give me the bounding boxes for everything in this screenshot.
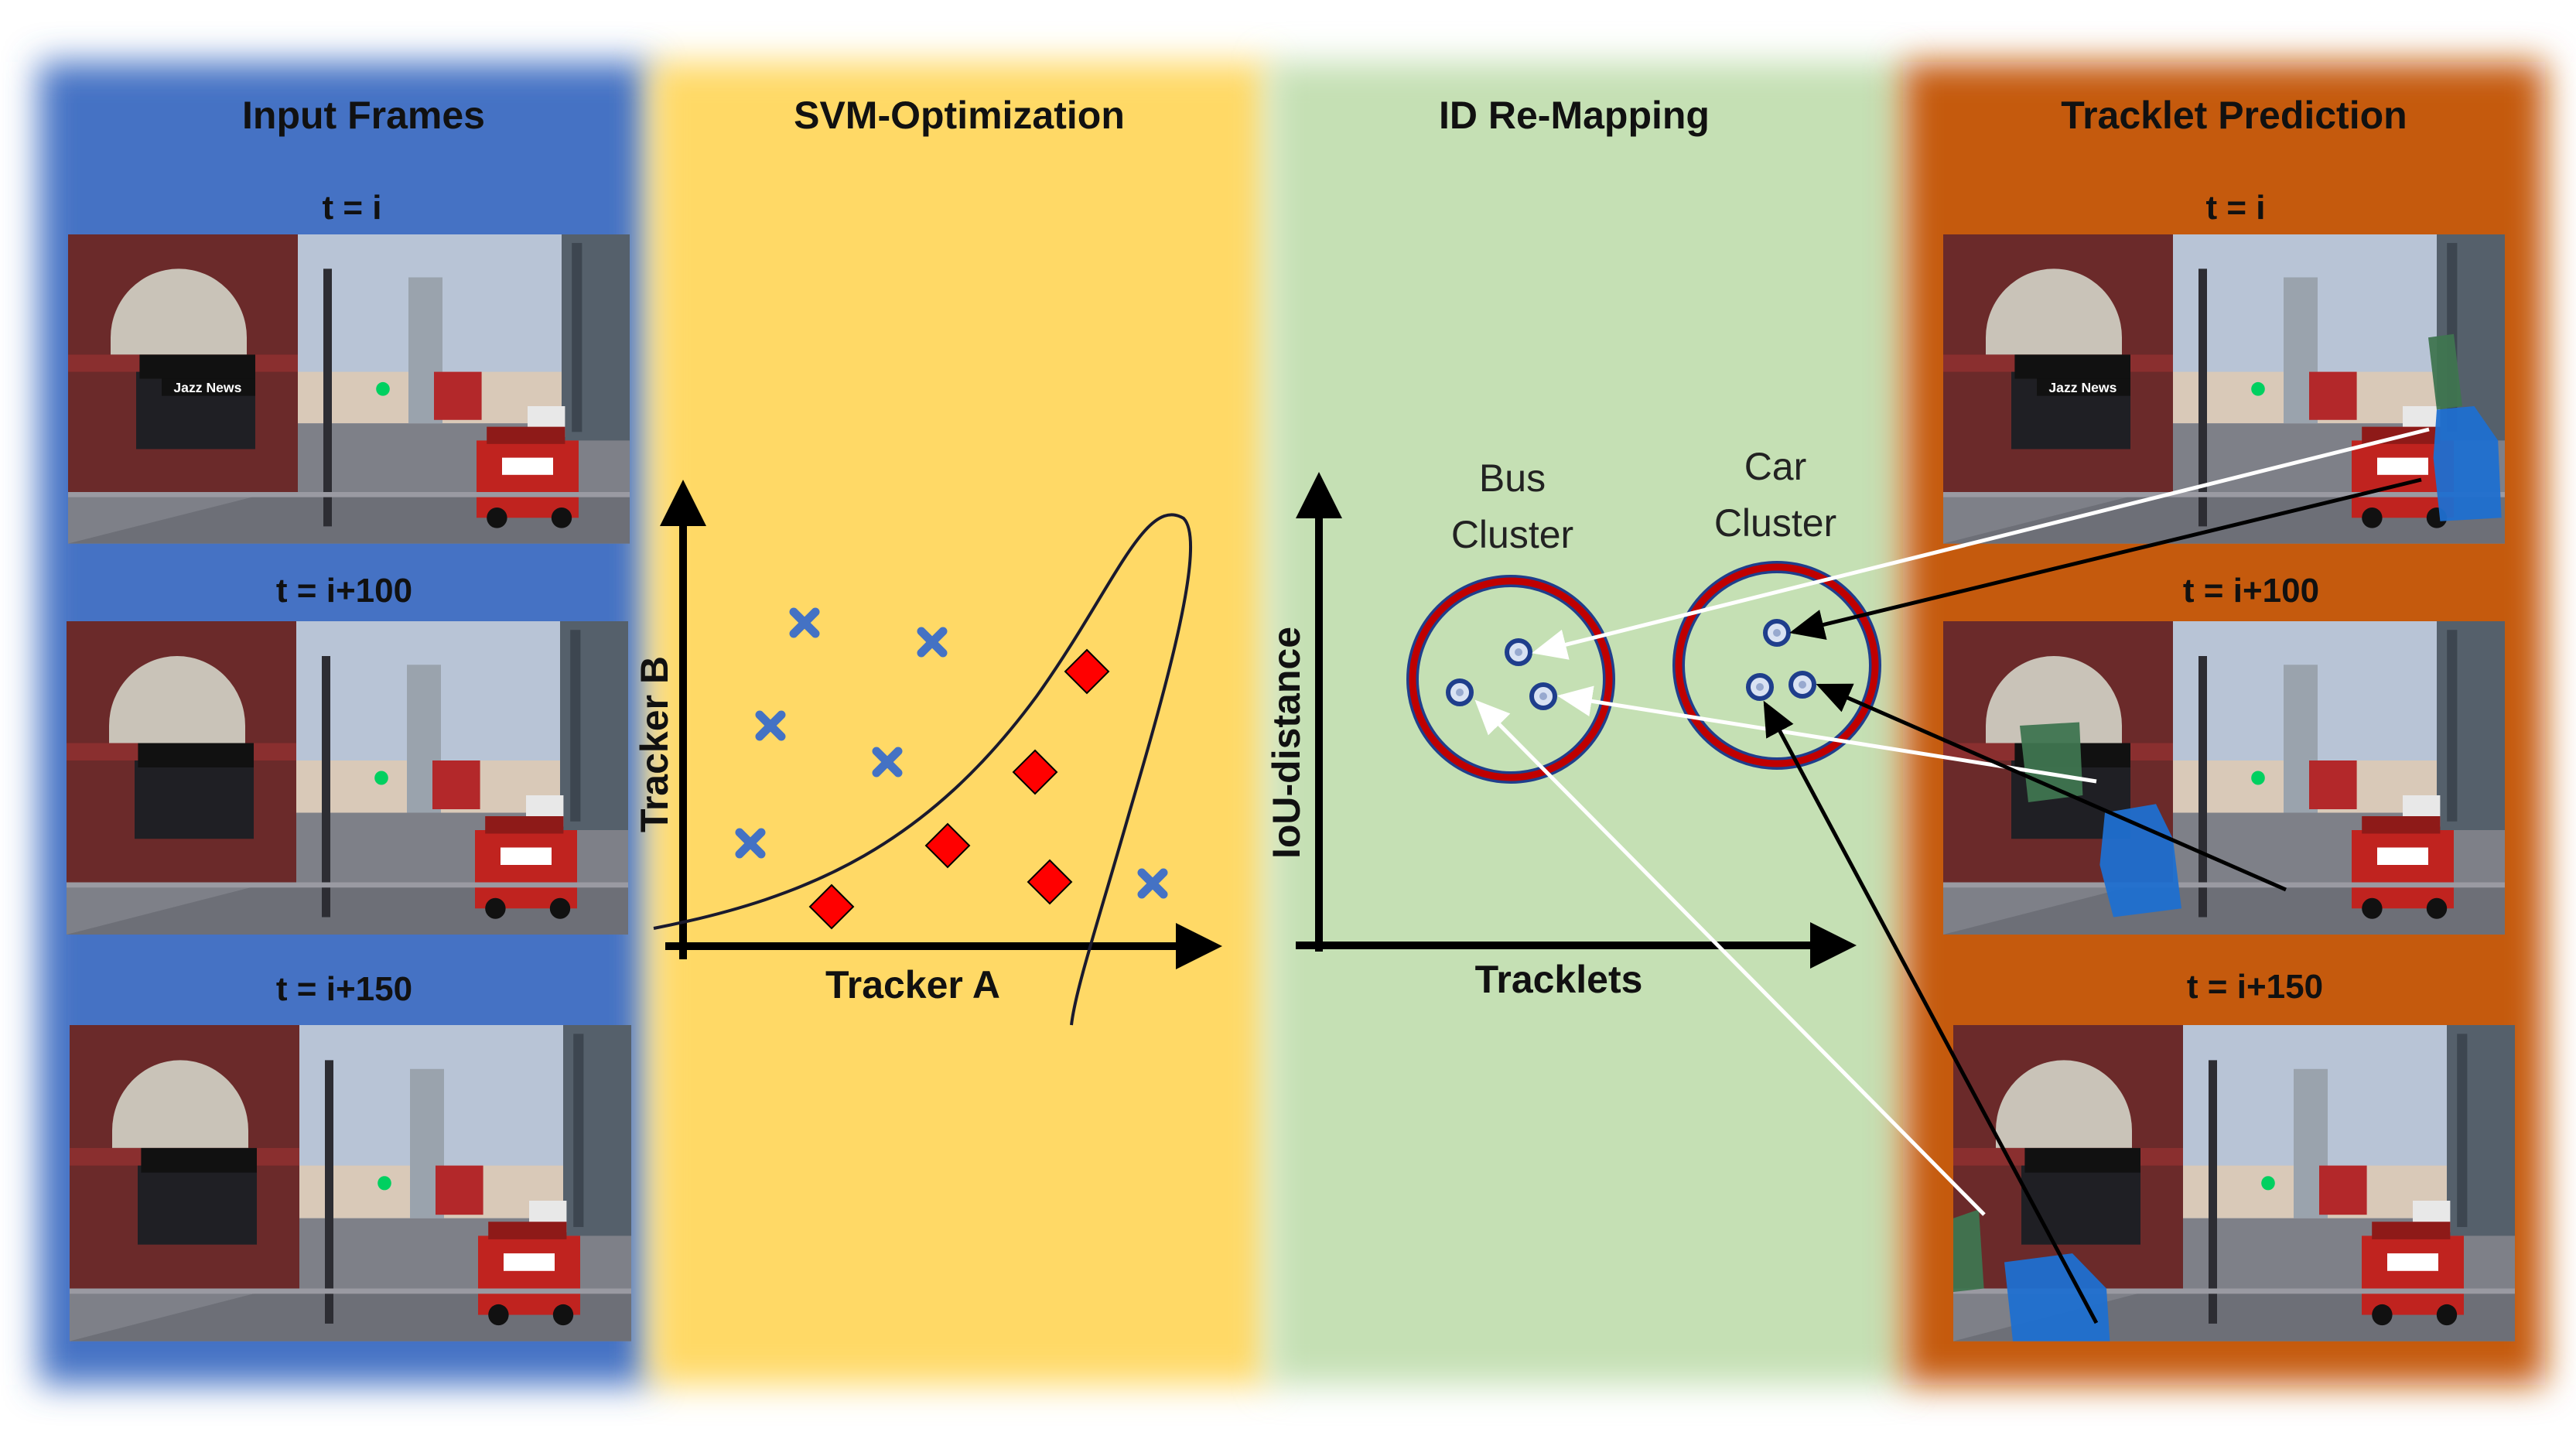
output-frame-2	[1943, 621, 2505, 935]
bus-tracklet-point	[1507, 641, 1530, 664]
panel-remap-background	[1269, 62, 1903, 1385]
bus-cluster-label-2: Cluster	[1451, 513, 1573, 556]
car-mask	[2004, 1253, 2110, 1341]
output-frame-1: Jazz News	[1943, 234, 2505, 544]
svm-plot: Tracker A Tracker B	[633, 480, 1222, 1026]
input-frame-label-3: t = i+150	[276, 970, 412, 1008]
svm-decision-boundary	[653, 513, 1192, 1026]
remap-x-label: Tracklets	[1475, 958, 1643, 1001]
remap-plot: Tracklets IoU-distance Bus Cluster Car C…	[1265, 445, 1881, 1001]
mapping-arrows	[1474, 427, 2430, 1324]
bus-cluster-label-1: Bus	[1479, 456, 1546, 500]
bus-cluster	[1406, 575, 1615, 784]
frame-sign-text: Jazz News	[173, 380, 241, 395]
input-frame-3	[70, 1025, 631, 1341]
car-mask	[2099, 804, 2181, 918]
car-cluster	[1672, 561, 1881, 770]
panel-title-tracklet: Tracklet Prediction	[2061, 94, 2407, 137]
output-frame-label-1: t = i	[2205, 189, 2265, 227]
bus-tracklet-point	[1448, 681, 1471, 704]
bus-mask	[2428, 333, 2462, 410]
mapping-arrow-white	[1532, 427, 2430, 660]
bus-mask	[1953, 1209, 1984, 1293]
mapping-arrow-black	[1816, 683, 2287, 892]
svm-x-label: Tracker A	[825, 963, 1000, 1007]
output-frame-3	[1953, 1025, 2515, 1341]
panel-title-remap: ID Re-Mapping	[1439, 94, 1710, 137]
bus-tracklet-point	[1532, 685, 1555, 708]
car-tracklet-point	[1765, 621, 1789, 644]
car-cluster-label-1: Car	[1744, 445, 1807, 488]
frame-sign-text: Jazz News	[2048, 380, 2116, 395]
bus-mask	[2020, 722, 2083, 802]
car-tracklet-point	[1791, 673, 1814, 696]
panel-svm-background	[650, 62, 1269, 1385]
output-frame-label-3: t = i+150	[2187, 968, 2323, 1006]
car-mask	[2433, 406, 2502, 521]
panel-title-input: Input Frames	[242, 94, 485, 137]
output-frame-label-2: t = i+100	[2183, 572, 2319, 610]
input-frame-label-2: t = i+100	[276, 572, 412, 610]
remap-y-label: IoU-distance	[1265, 627, 1308, 859]
input-frame-1: Jazz News	[68, 234, 630, 544]
mapping-arrow-white	[1474, 699, 1986, 1216]
input-frame-label-1: t = i	[322, 189, 381, 227]
svm-y-label: Tracker B	[633, 656, 676, 832]
mapping-arrow-black	[1763, 700, 2099, 1324]
mapping-arrow-black	[1789, 477, 2422, 641]
panel-title-svm: SVM-Optimization	[794, 94, 1125, 137]
car-tracklet-point	[1748, 675, 1771, 699]
input-frame-2	[67, 621, 628, 935]
car-cluster-label-2: Cluster	[1714, 501, 1836, 545]
